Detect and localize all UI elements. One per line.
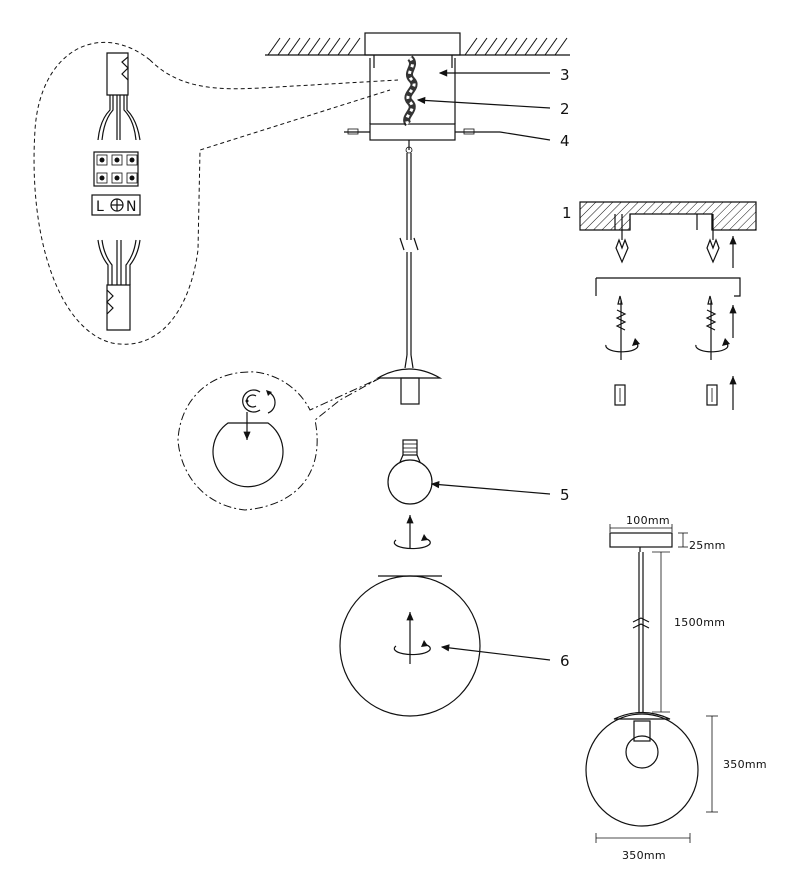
cable-top: [97, 52, 141, 141]
dim-canopy-width: 100mm: [626, 514, 670, 527]
wall-plug-top-left: [615, 214, 629, 264]
wire-bundle: [403, 55, 418, 127]
connector-block: [93, 151, 139, 187]
wall-plug-top-right: [706, 214, 720, 264]
canopy-bracket: [344, 58, 478, 141]
dim-canopy-height: 25mm: [689, 539, 726, 552]
dim-globe-width: 350mm: [622, 849, 666, 862]
mount-ceiling-section: [579, 201, 757, 231]
bulb: [387, 439, 433, 505]
earth-ground-icon: [110, 198, 124, 212]
bulb-detail-bubble: [177, 371, 381, 511]
dimension-drawing: [585, 524, 718, 843]
screw-left: [605, 295, 640, 360]
ceiling: [265, 37, 570, 56]
callout-1: 1: [562, 204, 572, 222]
terminal-live-label: L: [96, 199, 104, 215]
glass-globe: [339, 575, 481, 717]
callout-leaders: [416, 69, 551, 661]
bulb-rotation-arrow: [393, 515, 431, 550]
dim-globe-height: 350mm: [723, 758, 767, 771]
screw-right: [695, 295, 730, 360]
bulb-detail: [212, 389, 284, 488]
ceiling-plate: [364, 32, 461, 68]
callout-5: 5: [560, 486, 570, 504]
dim-cable-length: 1500mm: [674, 616, 725, 629]
suspension-cable: [399, 140, 419, 369]
callout-4: 4: [560, 132, 570, 150]
terminal-neutral-label: N: [126, 199, 136, 215]
terminal-label: L N: [91, 194, 141, 216]
wall-anchor-right: [706, 384, 718, 406]
wiring-detail-bubble: [33, 42, 399, 345]
callout-2: 2: [560, 100, 570, 118]
callout-3: 3: [560, 66, 570, 84]
cable-bottom: [97, 239, 141, 331]
callout-6: 6: [560, 652, 570, 670]
lamp-holder-shade: [375, 368, 443, 405]
wall-anchor-left: [614, 384, 626, 406]
mount-bracket-outline: [595, 277, 741, 297]
